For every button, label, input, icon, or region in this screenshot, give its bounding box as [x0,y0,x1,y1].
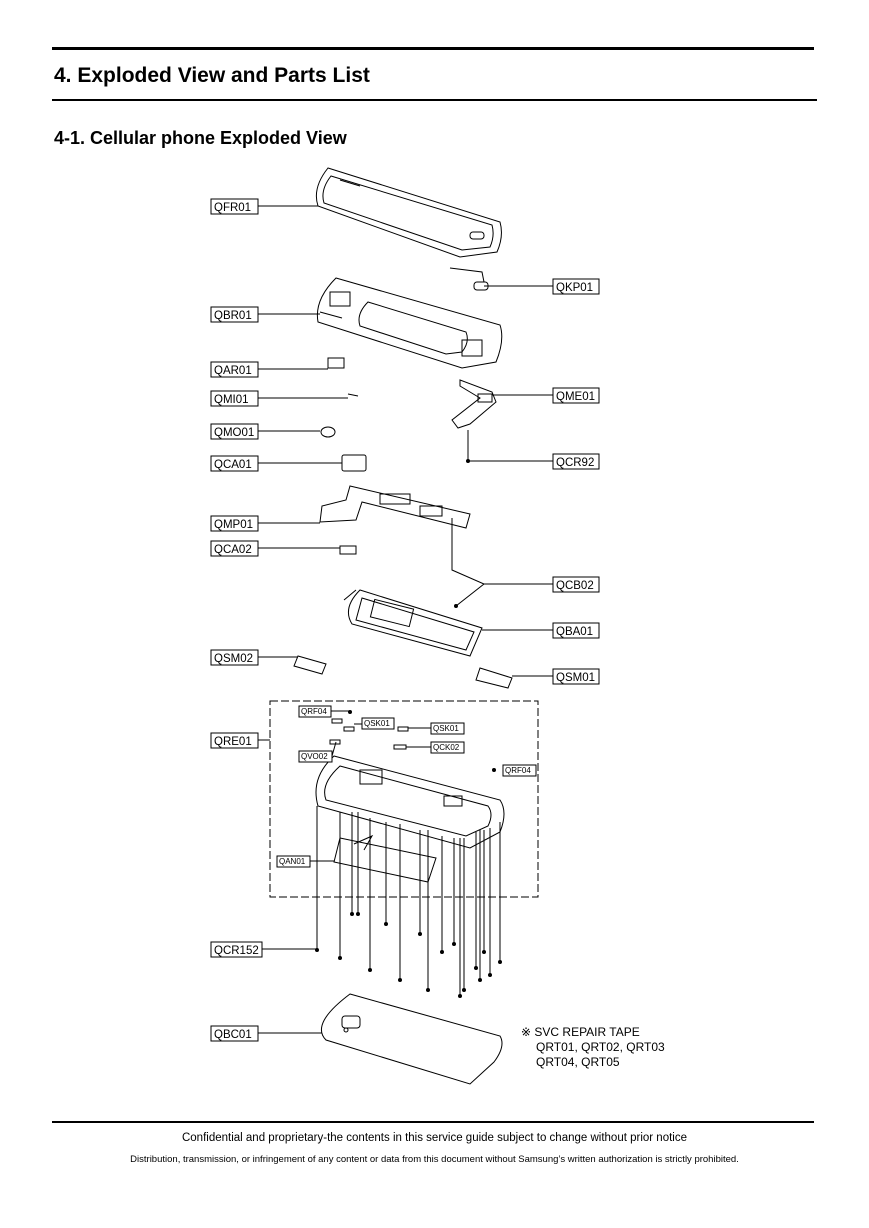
title-underline [52,99,817,101]
receiver-part [327,357,345,369]
callout-QAN01: QAN01 [279,857,306,866]
callout-QBC01: QBC01 [214,1029,252,1041]
callout-QRE01: QRE01 [214,736,252,748]
page-title: 4. Exploded View and Parts List [54,64,370,87]
callout-QSM01: QSM01 [556,672,595,684]
rear-camera-part [339,545,357,555]
inner-callouts: QRF04 QSK01 QSK01 QCK02 QVO02 QRF04 QAN0… [276,705,537,868]
battery-part [343,589,483,657]
sim-tray-1-part [475,667,513,689]
callout-QBR01: QBR01 [214,310,252,322]
callout-QCK02: QCK02 [433,743,460,752]
callout-QCR152: QCR152 [214,945,259,957]
me-fpcb-part [451,379,497,429]
front-camera-part [341,454,367,472]
rear-case-part [315,755,505,849]
callout-QSM02: QSM02 [214,653,253,665]
coax-cable-part [451,518,485,607]
callout-QVO02: QVO02 [301,752,328,761]
mic-part [347,393,359,397]
right-callouts: QKP01 QME01 QCR92 QCB02 QBA01 QSM01 [552,278,600,685]
footer-distribution: Distribution, transmission, or infringem… [130,1154,739,1165]
footer-confidential: Confidential and proprietary-the content… [181,1132,687,1144]
callout-QSK01-right: QSK01 [433,724,459,733]
callout-QFR01: QFR01 [214,202,251,214]
left-callouts: QFR01 QBR01 QAR01 QMI01 QMO01 QCA01 QMP0… [210,198,263,1042]
callout-QCA02: QCA02 [214,544,252,556]
callout-QME01: QME01 [556,391,595,403]
repair-tape-note: ※ SVC REPAIR TAPE QRT01, QRT02, QRT03 QR… [521,1025,665,1070]
callout-QCR92: QCR92 [556,457,594,469]
callout-QRF04-top: QRF04 [301,707,327,716]
callout-QMO01: QMO01 [214,427,254,439]
callout-QMI01: QMI01 [214,394,249,406]
callout-QCB02: QCB02 [556,580,594,592]
section-subtitle: 4-1. Cellular phone Exploded View [54,128,347,148]
footer-rule [52,1121,814,1123]
front-glass-part [315,167,502,258]
callout-QKP01: QKP01 [556,282,593,294]
top-rule [52,47,814,50]
callout-QCA01: QCA01 [214,459,252,471]
callout-QRF04-right: QRF04 [505,766,531,775]
bracket-part [316,277,503,369]
note-line-2: QRT01, QRT02, QRT03 [536,1040,665,1054]
rear-assembly-box [269,700,539,898]
callout-QBA01: QBA01 [556,626,593,638]
motor-part [320,426,336,438]
antenna-part [333,834,437,883]
main-pba-part [319,485,471,529]
callout-QAR01: QAR01 [214,365,252,377]
callout-QSK01-left: QSK01 [364,719,390,728]
key-fpcb-part [449,267,489,291]
sim-tray-2-part [293,655,327,675]
callout-QMP01: QMP01 [214,519,253,531]
back-cover-part [321,993,503,1085]
note-heading: ※ SVC REPAIR TAPE [521,1025,640,1039]
note-line-3: QRT04, QRT05 [536,1055,620,1069]
screws-group [316,806,501,996]
